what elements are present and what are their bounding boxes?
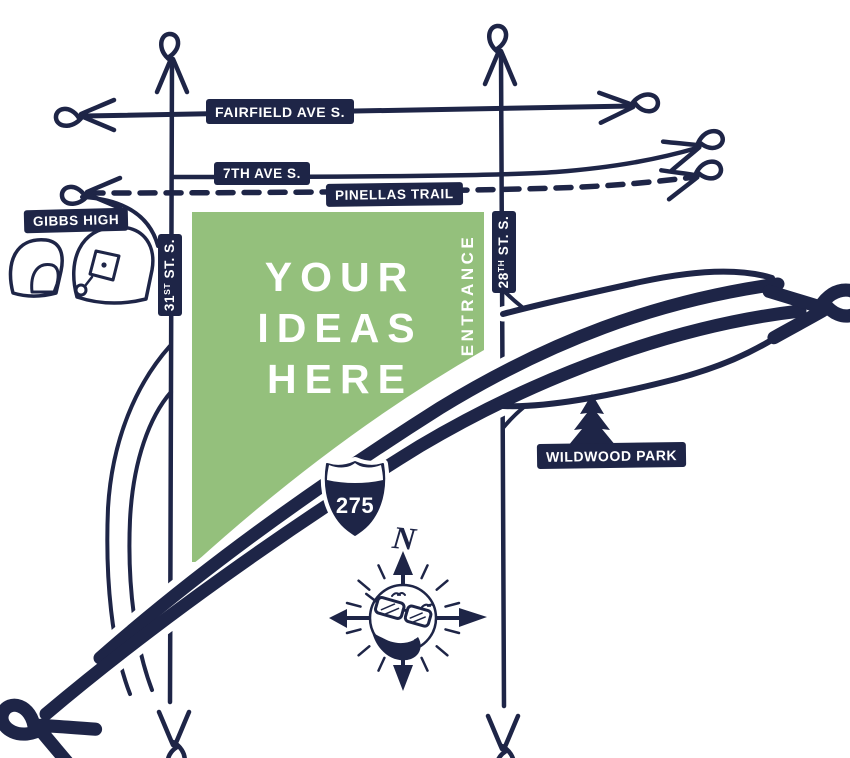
compass-rose: N	[329, 519, 487, 691]
gibbs-high-badge: GIBBS HIGH	[23, 207, 129, 234]
highway-stripe-lower	[39, 304, 807, 721]
highway-stripe-upper	[93, 277, 785, 665]
shield-275-label: 275	[336, 493, 374, 518]
sun-teeth	[377, 630, 414, 644]
ballfield-dot	[101, 262, 107, 268]
street-31st-badge: 31ST ST. S.	[158, 234, 182, 316]
ballfield-left-infield	[30, 263, 60, 294]
fairfield-line	[81, 103, 635, 119]
compass-rays	[345, 564, 461, 672]
pinellas-trail-line	[85, 174, 698, 196]
seventh-ave-badge: 7TH AVE S.	[214, 162, 311, 185]
bird-doodles	[391, 592, 435, 608]
sunglasses-icon	[364, 592, 433, 628]
ballfield-right-diamond	[88, 249, 121, 282]
ramp-east-lower	[500, 335, 778, 410]
compass-north-label: N	[390, 519, 420, 558]
street-28th-badge: 28TH ST. S.	[492, 211, 516, 293]
ramp-east-upper	[500, 268, 775, 317]
fairfield-ave-badge: FAIRFIELD AVE S.	[206, 99, 355, 124]
pinellas-trail-badge: PINELLAS TRAIL	[325, 182, 463, 207]
interstate-shield: 275	[320, 457, 390, 540]
ballfield-right	[72, 225, 155, 305]
highway-i275	[39, 268, 807, 721]
gibbs-high-fields	[8, 195, 160, 305]
sun-smile	[372, 632, 421, 661]
your-ideas-here-label: YOUR IDEAS HERE	[257, 254, 423, 402]
wildwood-park-badge: WILDWOOD PARK	[536, 441, 687, 470]
project-site-polygon	[192, 212, 484, 562]
home-plate	[74, 283, 88, 297]
